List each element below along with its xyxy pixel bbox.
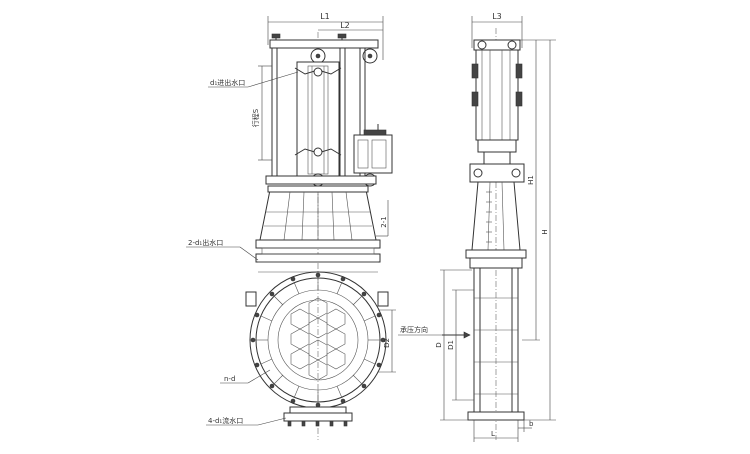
d1-label: D1 [447,340,455,350]
pressure-dir-arrowhead [463,331,471,339]
top-crossbar [269,39,379,49]
side-valve-right-1 [515,63,523,79]
hydraulic-valve-1 [357,139,369,169]
hydraulic-block [353,134,393,174]
bonnet-rib-1 [283,191,291,241]
side-upper-flange [465,249,527,259]
bottom-frame-plate [265,175,377,185]
two-d-outlet-leader [239,246,259,261]
lug-left [245,291,257,307]
top-nut-right [337,33,347,39]
four-d-drain-label: 4-d₁流水口 [208,416,243,425]
side-valve-left-2 [471,91,479,107]
side-yoke-right [511,168,521,178]
n-d-label: n-d [224,375,235,383]
b-label: b [529,420,534,428]
side-mid-block-2 [483,151,511,165]
l-label: L [491,430,495,438]
d-inlet-label: d₁进出水口 [210,78,245,87]
side-bonnet-line-1 [487,181,491,251]
top-nut-left [271,33,281,39]
side-view: L3 [398,12,556,442]
two-d-outlet-label: 2-d₁出水口 [188,238,223,247]
side-top-pulley-left [477,40,487,50]
lug-right [377,291,389,307]
l3-label: L3 [492,12,502,21]
body-upper-flange [255,239,381,249]
side-valve-right-2 [515,91,523,107]
side-bonnet-ticks [486,191,492,243]
side-bonnet-line-2 [501,181,505,251]
side-valve-left-1 [471,63,479,79]
side-body-bands [474,297,518,395]
two-one-label: 2-1 [380,216,388,227]
bonnet-rib-4 [331,191,335,241]
d-inlet-leader [247,71,299,88]
radial-spokes [256,278,380,402]
n-d-leader [247,369,271,384]
stroke-s-label: 行程S [251,108,260,127]
drain-bolts [287,420,348,427]
lower-yoke-hub [313,147,323,157]
front-view: L1 L2 d₁进出水口 [186,12,396,440]
drain-flange [283,412,353,422]
h1-label: H1 [527,175,535,185]
d-label: D [435,342,443,347]
top-pulley-center-hub [315,53,321,59]
l1-label: L1 [320,12,330,21]
side-yoke-left [473,168,483,178]
side-mid-block [477,139,517,153]
drain-neck [289,406,347,414]
pressure-dir-label: 承压方向 [400,325,428,334]
hex-pattern [290,297,346,381]
side-top-pulley-right [507,40,517,50]
hydraulic-top-cap [363,129,387,136]
side-cylinder [475,49,519,141]
cylinder-body [296,61,340,179]
bonnet-rib-5 [345,191,353,241]
upper-yoke-hub [313,67,323,77]
h-label: H [541,229,549,234]
bonnet-top-flange [267,185,369,193]
l2-label: L2 [340,21,350,30]
top-pulley-right-hub [367,53,373,59]
body-lower-flange [255,253,381,263]
bolt-holes [250,272,386,408]
side-bottom-flange [467,411,525,421]
body-gasket [261,247,375,255]
hydraulic-valve-2 [371,139,387,169]
four-d-drain-leader [257,417,287,426]
bonnet-rib-2 [301,191,305,241]
side-body-neck [469,257,523,269]
d2-label: D2 [383,338,391,348]
